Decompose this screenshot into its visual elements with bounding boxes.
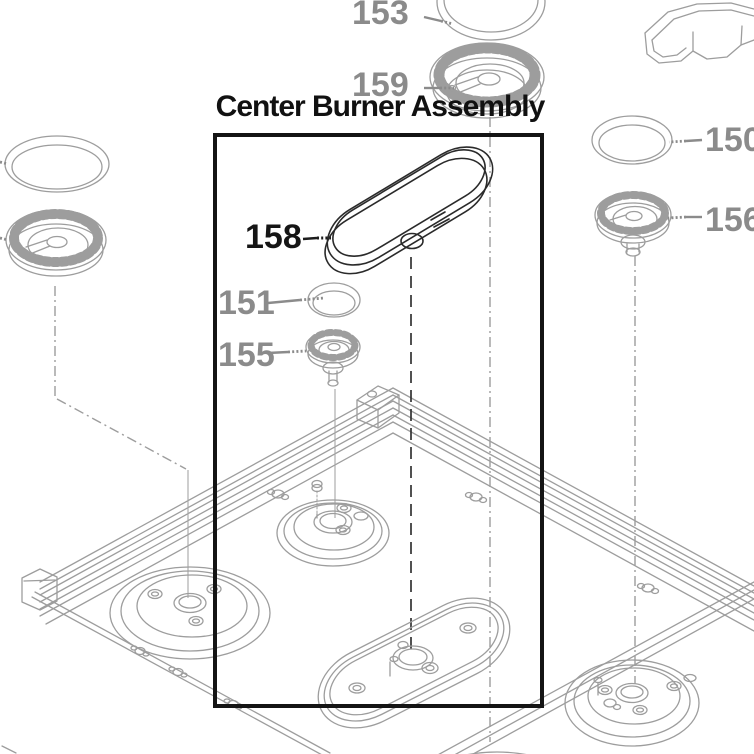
center-burner-assembly-box — [213, 133, 544, 708]
part-label-158: 158 — [245, 218, 302, 256]
burner-head-159-drawing — [429, 42, 545, 119]
diagram-title: Center Burner Assembly — [215, 90, 546, 123]
cap-151-drawing — [307, 282, 361, 318]
corner-bracket-drawing — [356, 385, 400, 429]
leader-150 — [685, 138, 703, 143]
burner-head-155-drawing — [305, 329, 361, 387]
left-head-leader-stub — [0, 236, 9, 242]
center-burner-cap-158-drawing — [324, 146, 494, 275]
left-cap-leader-stub — [0, 160, 9, 166]
leader-158 — [302, 236, 318, 241]
left-rear-burner-cap-drawing — [4, 135, 110, 193]
part-label-153: 153 — [352, 0, 409, 32]
burner-head-156-drawing — [594, 191, 672, 257]
part-label-159: 159 — [352, 66, 409, 104]
leader-151 — [267, 298, 301, 305]
center-round-burner-base-drawing — [276, 479, 390, 567]
cap-150-drawing — [591, 115, 673, 165]
part-label-155: 155 — [218, 336, 275, 374]
part-label-156: 156 — [705, 201, 754, 239]
part-label-150: 150 — [705, 121, 754, 159]
leader-lines — [267, 15, 703, 355]
leader-155 — [267, 350, 289, 355]
assembly-axis-lines — [54, 117, 636, 742]
right-rear-burner-base-drawing — [564, 659, 700, 747]
cap-153-drawing — [436, 0, 546, 41]
grate-corner-drawing — [644, 2, 754, 64]
gas-fittings-drawing — [130, 488, 660, 711]
leader-153 — [423, 15, 442, 23]
part-label-151: 151 — [218, 284, 275, 322]
left-rear-burner-head-drawing — [5, 209, 107, 277]
